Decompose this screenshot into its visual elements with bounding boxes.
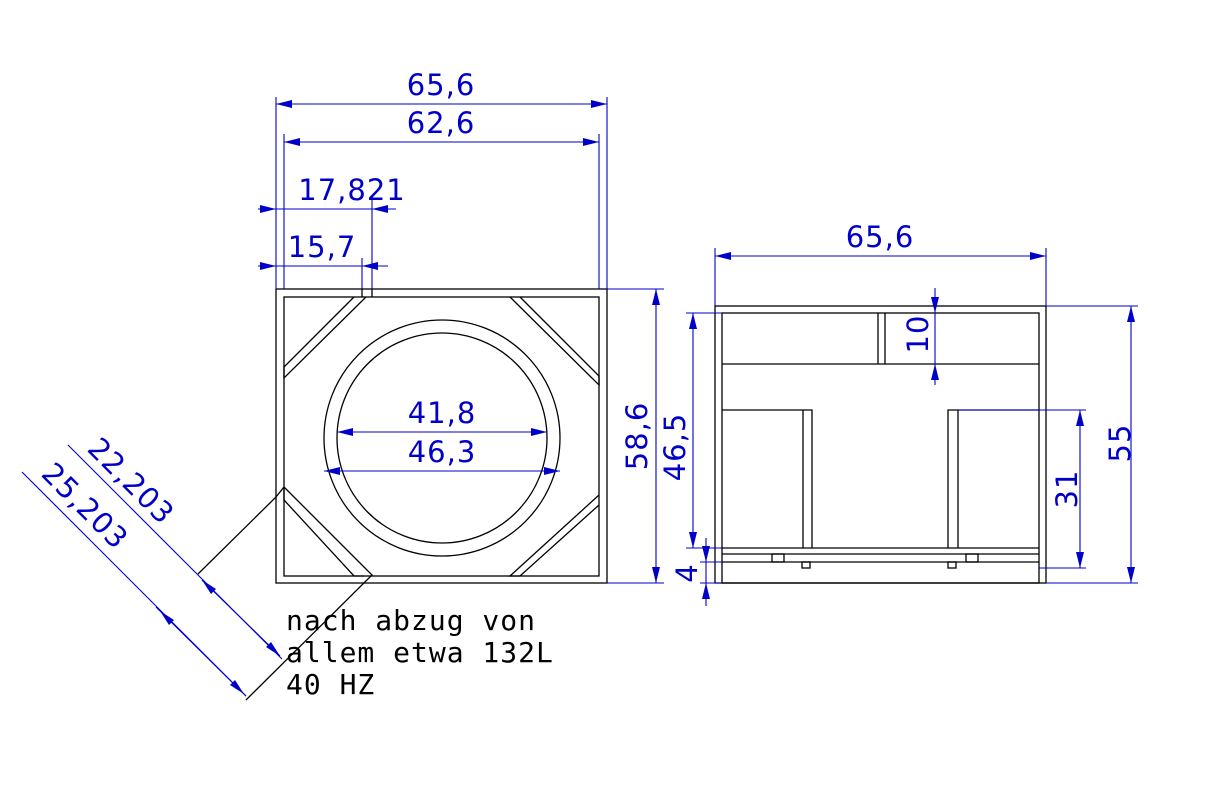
corner-brace-top-left xyxy=(283,296,367,380)
front-view-geometry xyxy=(197,288,608,701)
foot xyxy=(801,561,811,569)
right-block-outline xyxy=(947,409,1039,548)
note-line-1: nach abzug von xyxy=(286,604,536,637)
arrowhead xyxy=(583,138,599,146)
arrowhead xyxy=(702,583,710,599)
arrowhead xyxy=(1030,252,1046,260)
arrowhead xyxy=(160,611,174,625)
arrowhead xyxy=(1127,567,1135,583)
arrowhead xyxy=(702,546,710,562)
arrowhead xyxy=(362,262,378,270)
side-inner-outline xyxy=(721,312,1040,584)
corner-brace-bottom-right xyxy=(508,494,600,577)
dim-total-height: 55 xyxy=(1103,424,1137,463)
note-line-2: allem etwa 132L xyxy=(286,636,554,669)
dim-inner-height: 46,5 xyxy=(658,413,692,482)
dim-height: 58,6 xyxy=(620,402,654,471)
arrowhead xyxy=(230,680,244,694)
dim-base: 4 xyxy=(670,563,704,582)
dim-side-width: 65,6 xyxy=(846,220,915,254)
arrowhead xyxy=(372,205,388,213)
arrowhead xyxy=(260,262,276,270)
arrowhead xyxy=(652,289,660,305)
diagonal-port-outer xyxy=(245,486,373,701)
arrowhead xyxy=(260,205,276,213)
arrowhead xyxy=(337,428,353,436)
arrowhead xyxy=(1076,552,1084,568)
arrowhead xyxy=(591,100,607,108)
arrowhead xyxy=(266,642,280,656)
arrowhead xyxy=(652,567,660,583)
diagonal-port-wall xyxy=(197,496,277,575)
side-view-dimensions: 65,6 10 46,5 4 31 xyxy=(658,220,1138,606)
foot xyxy=(771,553,785,563)
arrowhead xyxy=(689,313,697,329)
arrowhead xyxy=(689,532,697,548)
diagonal-port-inner xyxy=(283,487,364,577)
foot xyxy=(965,553,979,563)
arrowhead xyxy=(202,580,216,594)
dim-ring-outer: 46,3 xyxy=(408,435,477,469)
side-view-geometry xyxy=(714,305,1047,584)
note-line-3: 40 HZ xyxy=(286,668,375,701)
dimension-line xyxy=(201,579,281,657)
foot xyxy=(947,561,957,569)
box-inner-outline xyxy=(283,296,600,577)
arrowhead xyxy=(544,467,560,475)
side-view: 65,6 10 46,5 4 31 xyxy=(658,220,1138,606)
dim-port-outer: 17,821 xyxy=(298,173,405,207)
arrowhead xyxy=(531,428,547,436)
speaker-ring-outer xyxy=(323,319,561,557)
arrowhead xyxy=(1127,306,1135,322)
arrowhead xyxy=(931,364,939,380)
box-outer-outline xyxy=(275,288,608,584)
dim-shelf: 10 xyxy=(901,315,935,354)
side-outer-outline xyxy=(714,305,1047,584)
dim-port-inner: 15,7 xyxy=(288,230,357,264)
arrowhead xyxy=(715,252,731,260)
dim-cutout: 41,8 xyxy=(408,396,477,430)
arrowhead xyxy=(324,467,340,475)
arrowhead xyxy=(284,138,300,146)
dim-inner-width: 62,6 xyxy=(407,106,476,140)
arrowhead xyxy=(276,100,292,108)
arrowhead xyxy=(931,297,939,313)
speaker-cutout xyxy=(336,332,548,544)
left-block-outline xyxy=(722,409,813,548)
front-view-dimensions: 65,6 62,6 17,821 15,7 41,8 xyxy=(21,68,664,697)
volume-note: nach abzug von allem etwa 132L 40 HZ xyxy=(286,604,554,701)
arrowhead xyxy=(1076,410,1084,426)
corner-brace-top-right xyxy=(509,296,600,387)
dim-outer-width: 65,6 xyxy=(407,68,476,102)
dim-block-height: 31 xyxy=(1050,470,1084,509)
